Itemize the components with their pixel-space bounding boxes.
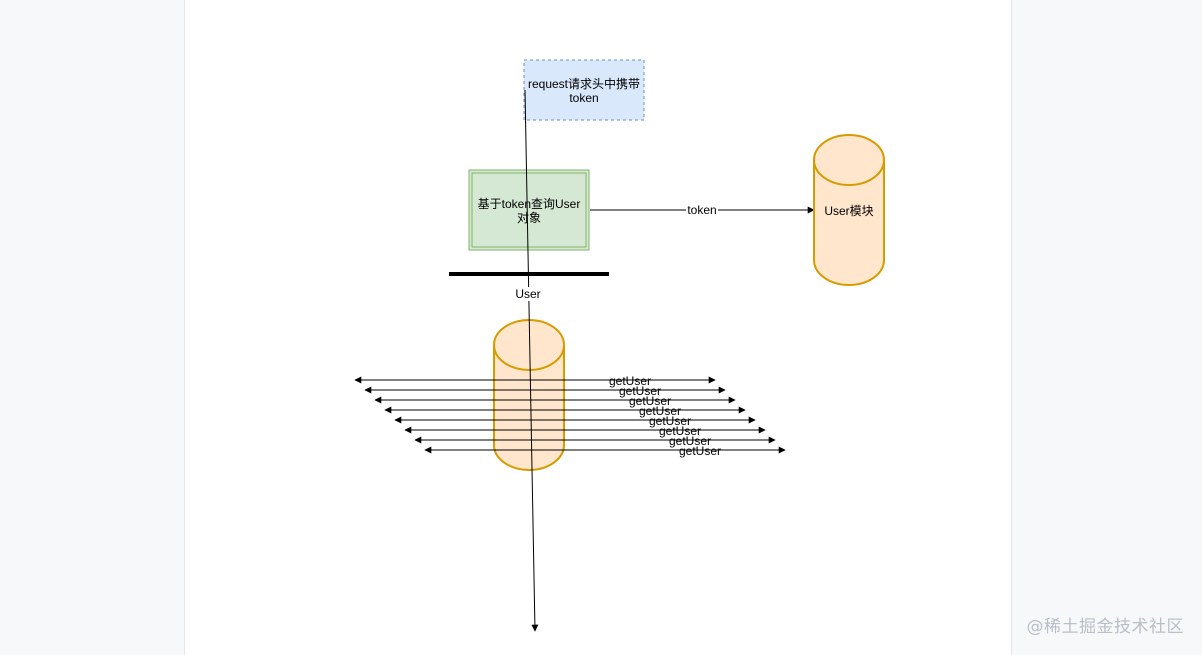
get-user-arrow-label: getUser <box>619 384 661 398</box>
get-user-arrow-label: getUser <box>609 374 651 388</box>
get-user-arrow[interactable]: getUser <box>404 424 766 438</box>
token-arrow[interactable]: token <box>590 203 815 217</box>
get-user-arrow-label: getUser <box>639 404 681 418</box>
query-user-box[interactable]: 基于token查询User 对象 <box>468 169 590 251</box>
get-user-arrow[interactable]: getUser <box>374 394 736 408</box>
user-module-cylinder[interactable]: User模块 <box>813 134 885 286</box>
get-user-arrow-label: getUser <box>629 394 671 408</box>
vertical-flow-arrow[interactable] <box>524 89 539 632</box>
user-cylinder[interactable] <box>493 319 565 471</box>
get-user-arrow[interactable]: getUser <box>364 384 726 398</box>
user-label-group: User <box>512 287 544 301</box>
get-user-arrow[interactable]: getUser <box>394 414 756 428</box>
get-user-arrow-label: getUser <box>649 414 691 428</box>
token-arrow-label: token <box>687 203 716 217</box>
user-module-label: User模块 <box>824 204 873 218</box>
get-user-arrow-label: getUser <box>669 434 711 448</box>
get-user-arrow-label: getUser <box>679 444 721 458</box>
request-token-box[interactable]: request请求头中携带 token <box>523 59 645 121</box>
user-bar-label: User <box>515 287 540 301</box>
query-box-line2: 对象 <box>517 211 541 225</box>
request-box-line1: request请求头中携带 <box>528 76 640 91</box>
get-user-arrow-label: getUser <box>659 424 701 438</box>
get-user-arrow[interactable]: getUser <box>414 434 776 448</box>
get-user-arrow[interactable]: getUser <box>424 444 786 458</box>
watermark: @稀土掘金技术社区 <box>1026 617 1184 637</box>
get-user-arrows: getUsergetUsergetUsergetUsergetUsergetUs… <box>354 374 786 458</box>
request-box-line2: token <box>569 91 598 105</box>
get-user-arrow[interactable]: getUser <box>354 374 716 388</box>
query-box-line1: 基于token查询User <box>478 197 581 211</box>
get-user-arrow[interactable]: getUser <box>384 404 746 418</box>
